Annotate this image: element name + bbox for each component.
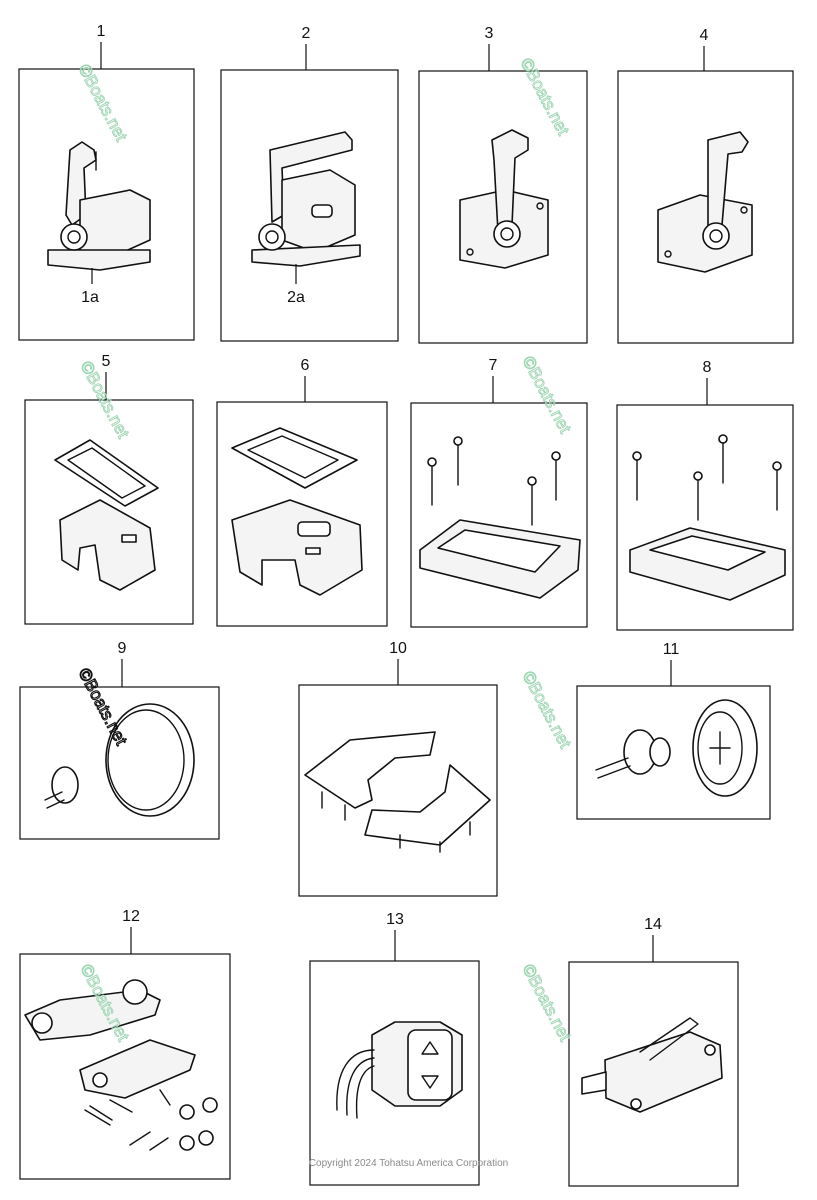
part-8-number: 8 xyxy=(703,359,712,376)
remote-control-box-icon xyxy=(47,141,151,271)
part-10-number: 10 xyxy=(389,640,407,657)
mounting-bolts-and-spacer-icon xyxy=(419,436,581,599)
cover-and-gasket-icon xyxy=(54,439,159,591)
part-4-number: 4 xyxy=(700,27,709,44)
part-6[interactable]: 6 xyxy=(216,357,388,627)
trim-switch-icon xyxy=(336,1021,463,1119)
part-2-number: 2 xyxy=(302,25,311,42)
part-12[interactable]: 12 xyxy=(19,908,231,1180)
part-1-number: 1 xyxy=(97,23,106,40)
knob-cap-icon xyxy=(44,703,195,817)
part-9-number: 9 xyxy=(118,640,127,657)
dual-remote-control-box-icon xyxy=(251,131,361,267)
side-mount-lever-icon xyxy=(657,131,753,273)
watermark: ©Boats.net xyxy=(518,668,575,752)
part-13-number: 13 xyxy=(386,911,404,928)
part-11[interactable]: 11 xyxy=(576,641,771,820)
part-1[interactable]: 1 1a xyxy=(18,23,195,341)
knob-and-disc-icon xyxy=(595,699,758,797)
part-3-number: 3 xyxy=(485,25,494,42)
part-8[interactable]: 8 xyxy=(616,359,794,631)
part-5-number: 5 xyxy=(102,353,111,370)
part-6-number: 6 xyxy=(301,357,310,374)
micro-switch-icon xyxy=(581,1017,723,1113)
part-7[interactable]: 7 xyxy=(410,357,588,628)
part-7-frame xyxy=(410,402,588,628)
part-5[interactable]: 5 xyxy=(24,353,194,625)
part-4[interactable]: 4 xyxy=(617,27,794,344)
copyright-notice: Copyright 2024 Tohatsu America Corporati… xyxy=(308,1158,509,1169)
part-8-frame xyxy=(616,404,794,631)
mounting-bolts-and-spacer-icon xyxy=(629,434,786,601)
watermark: ©Boats.net xyxy=(518,961,575,1045)
part-13[interactable]: 13 xyxy=(309,911,480,1186)
part-1a-label: 1a xyxy=(81,289,99,306)
part-2[interactable]: 2 2a xyxy=(220,25,399,342)
part-9[interactable]: 9 xyxy=(19,640,220,840)
part-14[interactable]: 14 xyxy=(568,916,739,1187)
part-14-number: 14 xyxy=(644,916,662,933)
dual-cover-and-gasket-icon xyxy=(231,427,363,596)
bracket-and-hardware-icon xyxy=(24,979,218,1151)
part-11-number: 11 xyxy=(663,641,680,658)
part-12-number: 12 xyxy=(122,908,140,925)
part-7-number: 7 xyxy=(489,357,498,374)
part-2a-label: 2a xyxy=(287,289,305,306)
part-10[interactable]: 10 xyxy=(298,640,498,897)
part-3[interactable]: 3 xyxy=(418,25,588,344)
split-cover-plate-icon xyxy=(304,731,491,853)
side-mount-lever-icon xyxy=(459,129,549,269)
